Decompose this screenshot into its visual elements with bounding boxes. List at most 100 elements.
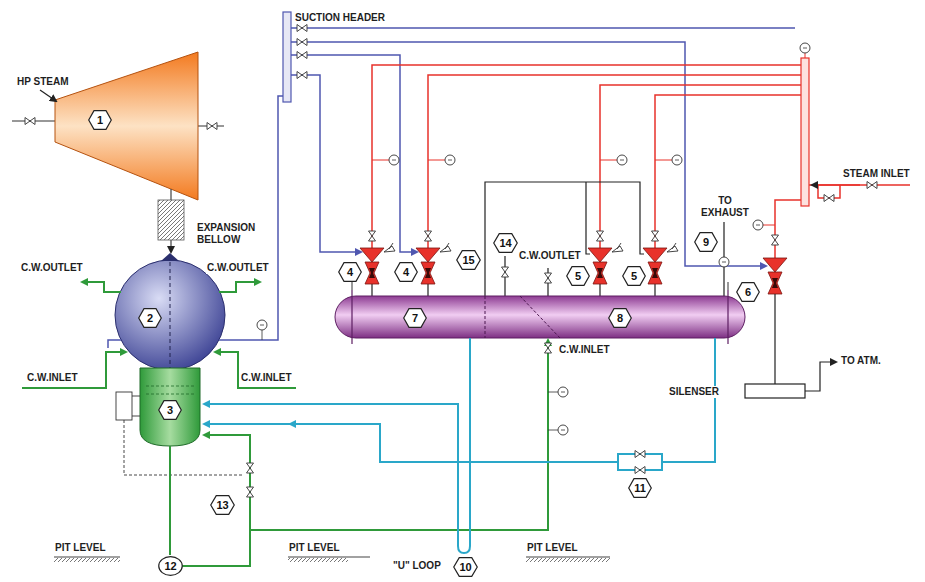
valve	[425, 231, 432, 241]
valve	[635, 467, 645, 474]
callout-number: 12	[158, 556, 183, 576]
callout-hexagon	[737, 283, 760, 302]
callout-hexagon	[609, 309, 632, 328]
callout-number: 5	[622, 266, 646, 286]
gauge-tap	[372, 53, 805, 225]
silencer	[745, 384, 805, 398]
cw-inlet-pipe	[22, 352, 126, 388]
callout-circle	[159, 557, 183, 576]
valve	[297, 25, 307, 32]
ejector	[763, 258, 787, 294]
relief-valve	[384, 243, 395, 252]
control-signal	[124, 420, 244, 475]
pipe-label: EXPANSION BELLOW	[196, 222, 270, 246]
valve	[652, 231, 659, 241]
callout-badge: 13	[210, 495, 235, 515]
ejector	[588, 248, 612, 284]
pipe-label: C.W.OUTLET	[20, 262, 84, 274]
callout-hexagon	[395, 263, 418, 282]
expansion-bellow	[158, 200, 184, 240]
callout-hexagon	[629, 479, 652, 498]
relief-valve	[612, 243, 623, 252]
pressure-gauge	[445, 155, 455, 165]
exhaust-line	[775, 294, 836, 391]
steam-header	[801, 58, 809, 206]
callout-badge: 4	[394, 262, 418, 282]
callout-hexagon	[404, 309, 427, 328]
callout-hexagon	[567, 267, 590, 286]
callout-hexagon	[695, 233, 718, 252]
pressure-gauge	[389, 155, 399, 165]
valve	[772, 235, 779, 245]
shaft-seal	[25, 118, 35, 125]
gauge-tap	[262, 330, 263, 340]
inter-after-condenser	[335, 296, 745, 338]
shaft-seal	[207, 123, 217, 130]
cw-outlet-pipe	[82, 282, 121, 292]
pressure-gauge	[800, 43, 810, 53]
callout-badge: 5	[566, 266, 590, 286]
pipe-label: C.W.INLET	[240, 372, 293, 384]
callout-number: 1	[88, 110, 112, 130]
callout-number: 11	[628, 478, 652, 498]
ejector-outlets	[372, 222, 724, 296]
control-valve	[247, 463, 254, 473]
valve	[502, 267, 509, 277]
pipe-label: C.W.INLET	[558, 344, 611, 356]
callout-number: 2	[138, 308, 162, 328]
callout-badge: 10	[453, 557, 478, 577]
pipe-label: HP STEAM	[16, 76, 70, 88]
pit-hatch	[288, 558, 348, 562]
vessel-partition	[485, 296, 560, 338]
second-stage-suction	[485, 182, 644, 296]
pipe-label: PIT LEVEL	[526, 542, 579, 554]
recirculation-line	[204, 435, 250, 530]
callout-badge: 1	[88, 110, 112, 130]
callout-number: 6	[736, 282, 760, 302]
callout-hexagon	[139, 309, 162, 328]
cw-inlet-valve	[545, 343, 552, 353]
callout-badge: 9	[694, 232, 718, 252]
callout-number: 9	[694, 232, 718, 252]
pipe-label: PIT LEVEL	[288, 542, 341, 554]
valve	[297, 39, 307, 46]
vessel-vents	[352, 282, 728, 290]
callout-hexagon	[454, 558, 478, 577]
pit-hatch	[526, 558, 610, 562]
callout-number: 10	[453, 557, 478, 577]
cw-outlet-pipe	[219, 282, 260, 292]
pipe-label: TO ATM.	[840, 355, 882, 367]
pipe-label: C.W.OUTLET	[206, 262, 270, 274]
pipe-label: C.W.INLET	[26, 372, 79, 384]
turbine	[55, 52, 198, 200]
callout-badge: 11	[628, 478, 652, 498]
callout-hexagon	[494, 234, 518, 253]
callout-badge: 15	[456, 250, 481, 270]
callout-badge: 7	[403, 308, 427, 328]
callout-number: 13	[210, 495, 235, 515]
callout-number: 3	[158, 400, 182, 420]
pipe-label: PIT LEVEL	[54, 542, 107, 554]
pressure-gauge	[672, 155, 682, 165]
valve	[297, 72, 307, 79]
cw-inlet-pipe	[215, 352, 296, 388]
callout-badge: 8	[608, 308, 632, 328]
callout-badge: 6	[736, 282, 760, 302]
pump-callout: 12	[158, 556, 183, 576]
pipe-label: TO EXHAUST	[697, 195, 753, 219]
pressure-gauge	[719, 257, 729, 267]
gauge-tap	[548, 392, 558, 430]
flow-arrows	[290, 404, 715, 446]
callout-number: 4	[338, 262, 362, 282]
valve	[297, 52, 307, 59]
callout-hexagon	[159, 401, 182, 420]
pipe-label: "U" LOOP	[392, 560, 442, 572]
callout-hexagon	[339, 263, 362, 282]
callout-badge: 3	[158, 400, 182, 420]
callout-hexagon	[89, 111, 112, 130]
relief-valve	[667, 243, 678, 252]
callout-number: 8	[608, 308, 632, 328]
valve	[247, 487, 254, 497]
